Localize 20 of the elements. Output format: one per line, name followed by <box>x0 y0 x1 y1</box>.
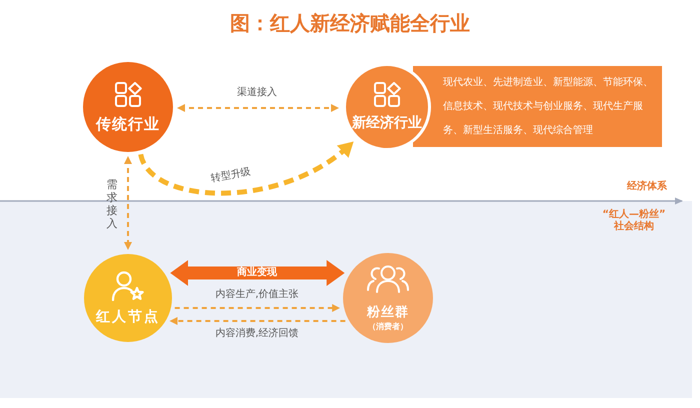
edge-label: 内容生产,价值主张 <box>215 289 299 301</box>
dashed-arrow <box>177 104 339 112</box>
edge-label: 转型升级 <box>210 166 252 186</box>
node-label: 粉丝群 <box>367 304 409 320</box>
curved-arrow <box>138 142 354 196</box>
section-label: “红人—粉丝”社会结构 <box>602 209 666 233</box>
edge-label: 渠道接入 <box>237 87 277 99</box>
dashed-arrow <box>170 317 346 325</box>
node-label: 传统行业 <box>96 114 160 132</box>
dashed-arrow <box>124 156 132 250</box>
title: 图：红人新经济赋能全行业 <box>229 10 471 36</box>
edge-label: 需求接入 <box>106 178 118 230</box>
dashed-arrow <box>174 304 340 312</box>
edge-label: 商业变现 <box>237 267 277 279</box>
node-label: 红人节点 <box>96 308 160 326</box>
node-label: 新经济行业 <box>352 115 422 132</box>
node-sublabel: （消费者） <box>368 322 408 332</box>
block-arrow <box>170 260 345 286</box>
edge-label: 内容消费,经济回馈 <box>215 328 299 340</box>
section-label: 经济体系 <box>627 181 667 193</box>
